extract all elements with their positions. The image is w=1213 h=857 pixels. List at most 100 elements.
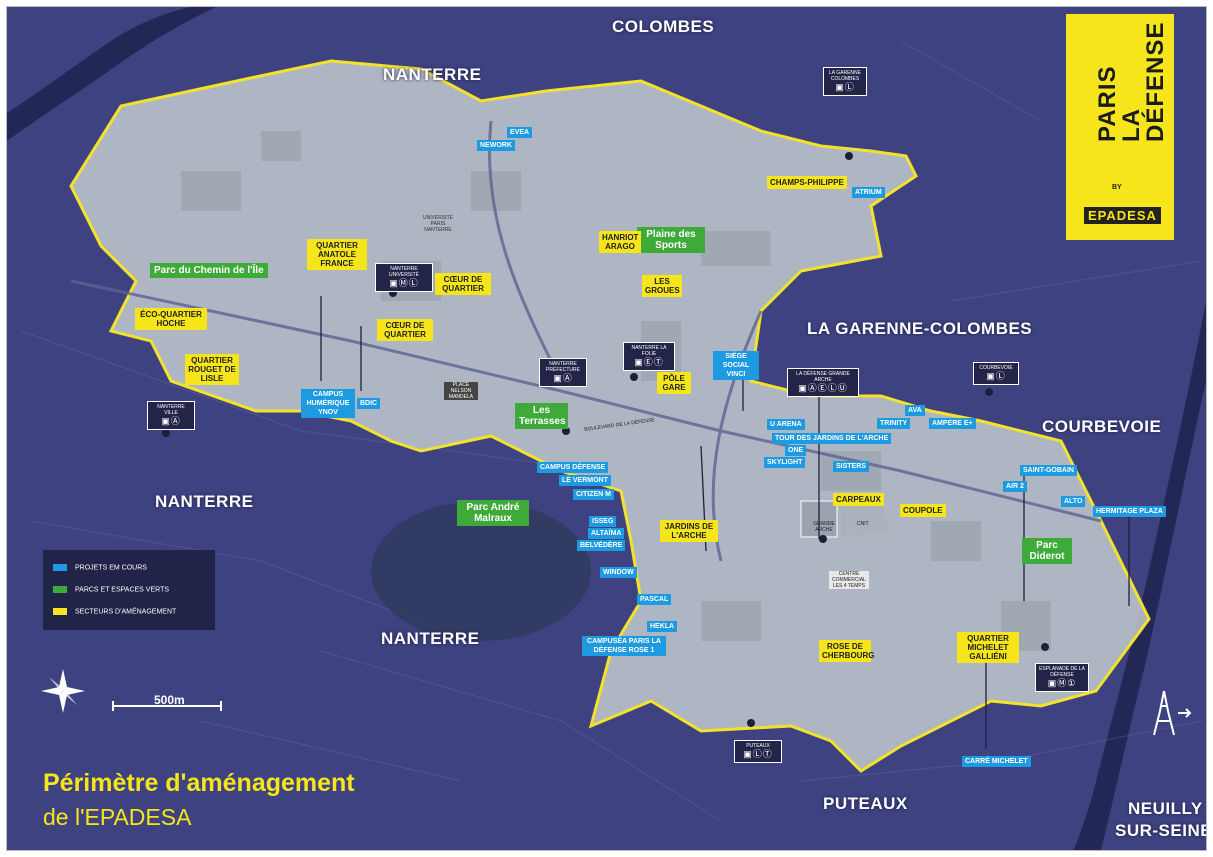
transit-icon: ▣Ⓐ [553,373,573,383]
logo-brand: EPADESA [1084,207,1161,224]
station-name: PUTEAUX [746,743,770,749]
sector-label: CŒUR DE QUARTIER [377,319,433,341]
paris-la-defense-logo: PARIS LA DÉFENSE BY EPADESA [1066,14,1174,240]
project-label: TOUR DES JARDINS DE L'ARCHE [772,433,892,444]
project-label: HEKLA [647,621,678,632]
station-name: NANTERRE LA FOLIE [631,345,667,357]
green-space-label: Parc André Malraux [457,500,529,526]
sector-label: COUPOLE [900,504,946,517]
project-label: AMPERE E+ [929,418,976,429]
project-label: ALTO [1061,496,1086,507]
sector-label: ROSE DE CHERBOURG [819,640,874,662]
map-background [7,7,1206,850]
sector-label: JARDINS DE L'ARCHE [660,520,718,542]
sector-label: QUARTIER ANATOLE FRANCE [307,239,367,270]
transit-icon: ▣ⓂⓁ [389,278,419,288]
legend-swatch [53,608,67,615]
project-label: SAINT-GOBAIN [1020,465,1077,476]
project-label: ATRIUM [852,187,885,198]
sector-label: CŒUR DE QUARTIER [435,273,491,295]
project-label: ALTAÏMA [588,528,625,539]
sector-label: QUARTIER MICHELET GALLIÉNI [957,632,1019,663]
legend-label: PARCS ET ESPACES VERTS [75,586,170,594]
commune-label: NANTERRE [383,65,482,84]
station-name: NANTERRE PRÉFECTURE [546,361,580,373]
place-label: CENTRE COMMERCIAL LES 4 TEMPS [829,571,869,589]
project-label: BDIC [357,398,381,409]
place-label: UNIVERSITÉ PARIS NANTERRE [422,215,453,233]
transit-icon: ▣Ⓐ [161,416,181,426]
sector-label: CARPEAUX [833,493,884,506]
map-subtitle: de l'EPADESA [43,804,192,830]
commune-label: LA GARENNE-COLOMBES [807,319,1033,338]
compass-rose-icon [41,669,85,713]
green-space-label: Plaine des Sports [637,227,705,253]
station-marker: ESPLANADE DE LA DÉFENSE▣Ⓜ① [1035,663,1089,692]
project-label: SKYLIGHT [764,457,806,468]
station-name: LA GARENNE COLOMBES [829,70,861,82]
perimeter-zone [69,59,1151,773]
map-frame: NANTERRE COLOMBES LA GARENNE-COLOMBES CO… [6,6,1207,851]
scale-label: 500m [154,693,185,707]
project-label: CARRÉ MICHELET [962,756,1031,767]
station-marker: LA GARENNE COLOMBES▣Ⓛ [823,67,867,96]
legend-item: PROJETS EM COURS [53,564,147,571]
project-label: ISSEG [589,516,617,527]
project-label: EVEA [507,127,533,138]
transit-icon: ▣Ⓜ① [1047,678,1077,688]
commune-label: PUTEAUX [823,794,908,813]
transit-icon: ▣ⒶⒺⓁⓊ [798,383,848,393]
project-label: ONE [785,445,807,456]
place-label: GRANDE ARCHE [813,521,835,533]
station-name: NANTERRE UNIVERSITÉ [388,266,419,278]
project-label: AIR 2 [1003,481,1027,492]
station-marker: LA DÉFENSE GRANDE ARCHE▣ⒶⒺⓁⓊ [787,368,859,397]
green-space-label: Parc du Chemin de l'Île [150,263,268,278]
commune-label: NANTERRE [155,492,254,511]
project-label: HERMITAGE PLAZA [1093,506,1166,517]
place-label: CNIT [857,521,869,527]
legend-swatch [53,586,67,593]
legend-label: SECTEURS D'AMÉNAGEMENT [75,608,177,616]
project-label: CAMPUSÉA PARIS LA DÉFENSE ROSE 1 [582,636,666,656]
commune-label: COURBEVOIE [1042,417,1162,436]
map-title: Périmètre d'aménagement [43,769,355,797]
logo-text: DÉFENSE [1142,21,1169,142]
station-name: COURBEVOIE [979,365,1013,371]
station-name: LA DÉFENSE GRANDE ARCHE [796,371,850,383]
project-label: WINDOW [600,567,637,578]
project-label: BELVÉDÈRE [577,540,626,551]
transit-icon: ▣ⒺⓉ [634,357,664,367]
transit-icon: ▣Ⓛ [835,82,855,92]
project-label: TRINITY [877,418,911,429]
sector-label: PÔLE GARE [657,372,691,394]
commune-label: NANTERRE [381,629,480,648]
green-space-label: Les Terrasses [515,403,568,429]
project-label: AVA [905,405,925,416]
station-name: ESPLANADE DE LA DÉFENSE [1039,666,1085,678]
place-label: PLACE NELSON MANDELA [444,382,478,400]
station-marker: COURBEVOIE▣Ⓛ [973,362,1019,385]
sector-label: LES GROUES [642,275,682,297]
legend-label: PROJETS EM COURS [75,564,147,572]
project-label: NEWORK [477,140,515,151]
legend-item: SECTEURS D'AMÉNAGEMENT [53,608,176,615]
station-marker: NANTERRE UNIVERSITÉ▣ⓂⓁ [375,263,433,292]
commune-label: COLOMBES [612,17,715,36]
map-legend: PROJETS EM COURS PARCS ET ESPACES VERTS … [43,550,215,630]
project-label: SISTERS [833,461,869,472]
logo-by: BY [1112,184,1122,191]
project-label: U ARENA [767,419,805,430]
station-marker: NANTERRE LA FOLIE▣ⒺⓉ [623,342,675,371]
sector-label: ÉCO-QUARTIER HOCHE [135,308,207,330]
sector-label: HANRIOT ARAGO [599,231,641,253]
station-name: NANTERRE VILLE [157,404,185,416]
project-label: PASCAL [637,594,672,605]
cnit-building [841,501,891,537]
transit-icon: ▣ⓁⓉ [743,749,773,759]
legend-item: PARCS ET ESPACES VERTS [53,586,169,593]
legend-swatch [53,564,67,571]
eiffel-tower-icon [1153,690,1192,736]
project-label: CITIZEN M [573,489,614,500]
